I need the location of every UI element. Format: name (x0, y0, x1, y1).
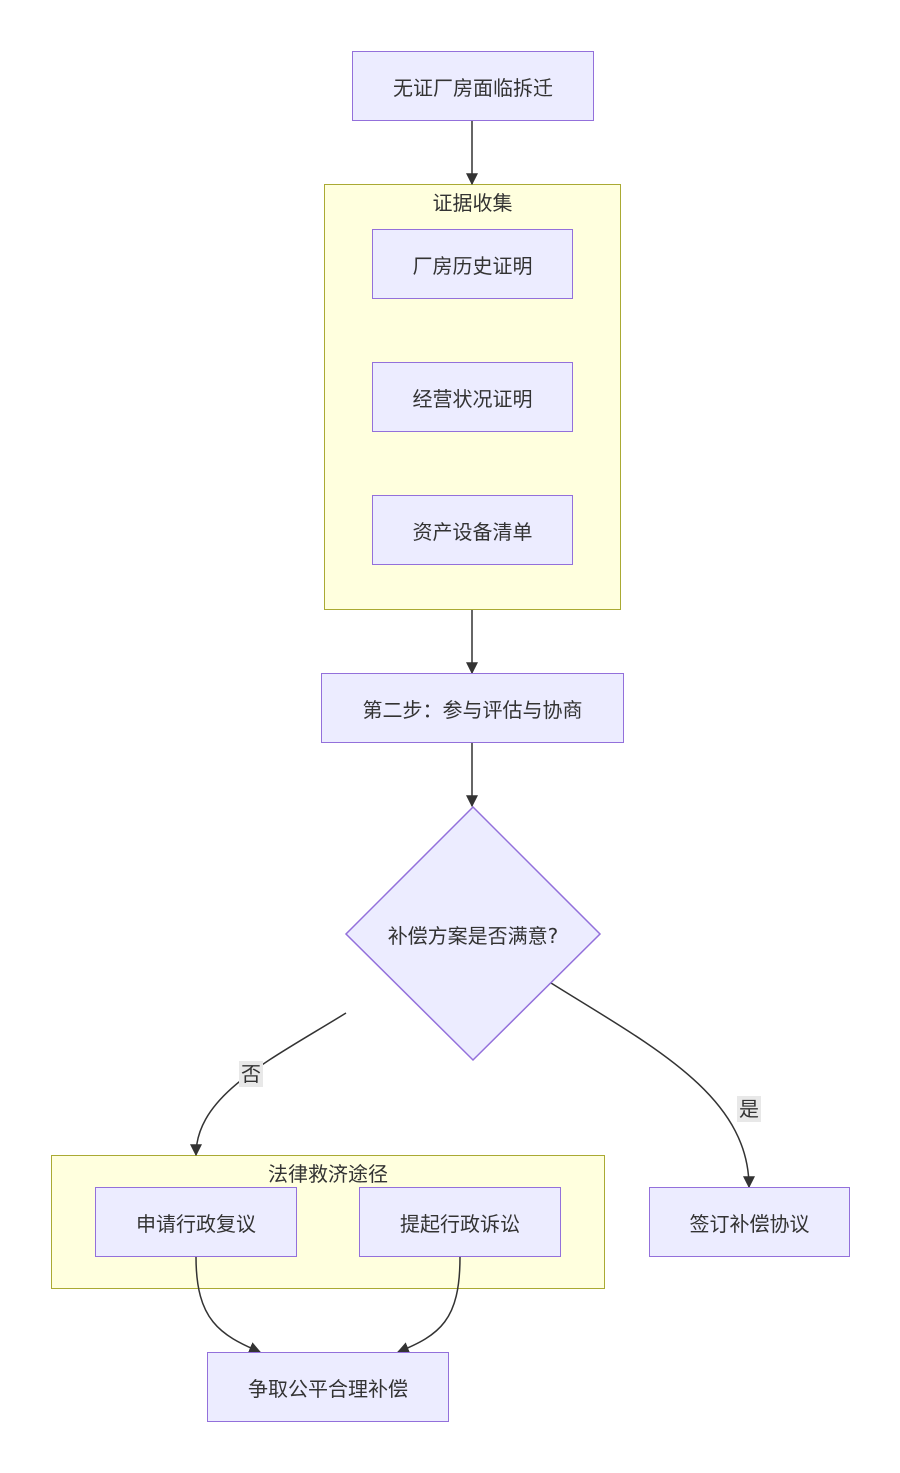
node-step2: 第二步：参与评估与协商 (321, 673, 624, 743)
node-admin-litigation: 提起行政诉讼 (359, 1187, 561, 1257)
node-fair-compensation: 争取公平合理补偿 (207, 1352, 449, 1422)
node-evidence-assets: 资产设备清单 (372, 495, 573, 565)
cluster-evidence-title: 证据收集 (432, 191, 513, 215)
edge-label-no: 否 (239, 1061, 263, 1087)
edge-legal1-to-final (195, 1256, 262, 1354)
node-evidence-operation: 经营状况证明 (372, 362, 573, 432)
edge-decision-to-legal (190, 1012, 347, 1157)
cluster-legal-title: 法律救济途径 (268, 1162, 388, 1186)
decision-label: 补偿方案是否满意? (387, 924, 559, 948)
node-admin-review: 申请行政复议 (95, 1187, 297, 1257)
edge-legal2-to-final (396, 1256, 461, 1354)
decision-diamond (344, 805, 602, 1062)
edge-decision-to-sign (550, 982, 755, 1189)
node-evidence-history: 厂房历史证明 (372, 229, 573, 299)
node-start: 无证厂房面临拆迁 (352, 51, 594, 121)
edge-label-yes: 是 (737, 1096, 761, 1122)
node-sign-agreement: 签订补偿协议 (649, 1187, 850, 1257)
